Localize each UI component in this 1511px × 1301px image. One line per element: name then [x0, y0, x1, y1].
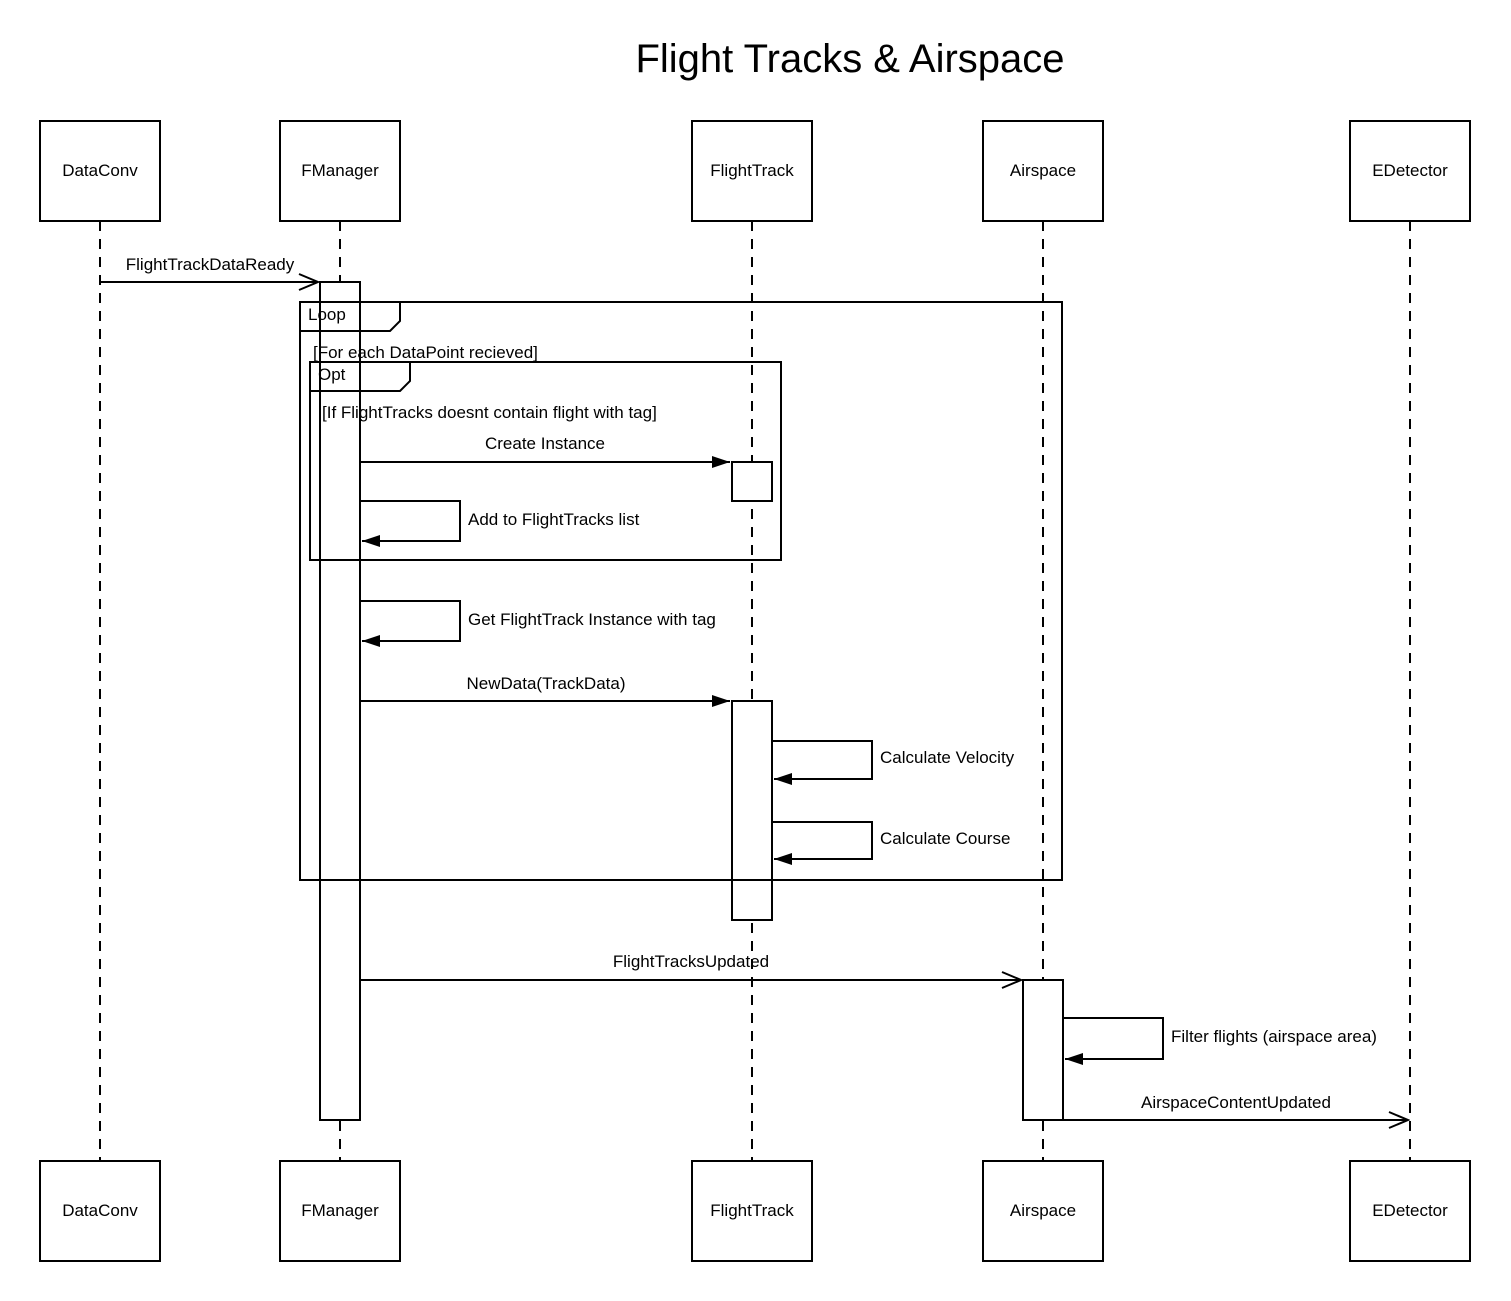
- activation-flighttrack-create: [731, 461, 773, 502]
- message-airspacecontentupdated: AirspaceContentUpdated: [1063, 1093, 1408, 1120]
- participant-top-fmanager: FManager: [279, 120, 401, 222]
- participant-top-airspace: Airspace: [982, 120, 1104, 222]
- message-label: FlightTracksUpdated: [613, 952, 769, 971]
- participant-name: FlightTrack: [710, 1201, 794, 1220]
- participant-bottom-edetector: EDetector: [1349, 1160, 1471, 1262]
- message-get-flighttrack-instance: Get FlightTrack Instance with tag: [360, 600, 716, 647]
- participant-bottom-flighttrack: FlightTrack: [691, 1160, 813, 1262]
- message-label: Create Instance: [485, 434, 605, 453]
- message-label: AirspaceContentUpdated: [1141, 1093, 1331, 1112]
- message-add-to-flighttracks-list: Add to FlightTracks list: [360, 500, 640, 547]
- participant-top-dataconv: DataConv: [39, 120, 161, 222]
- participant-name: FManager: [301, 1201, 379, 1220]
- participant-top-flighttrack: FlightTrack: [691, 120, 813, 222]
- participant-bottom-fmanager: FManager: [279, 1160, 401, 1262]
- participant-name: FManager: [301, 161, 379, 180]
- activation-flighttrack-newdata: [731, 700, 773, 921]
- message-label: Add to FlightTracks list: [468, 510, 640, 529]
- message-label: FlightTrackDataReady: [126, 255, 295, 274]
- message-label: NewData(TrackData): [466, 674, 625, 693]
- message-filter-flights: Filter flights (airspace area): [1063, 1017, 1377, 1065]
- message-newdata: NewData(TrackData): [360, 674, 730, 707]
- participant-name: EDetector: [1372, 161, 1448, 180]
- message-label: Get FlightTrack Instance with tag: [468, 610, 716, 629]
- opt-fragment: Opt [If FlightTracks doesnt contain flig…: [309, 361, 782, 561]
- message-create-instance: Create Instance: [360, 434, 730, 468]
- message-calculate-velocity: Calculate Velocity: [772, 740, 1015, 785]
- message-flighttracksupdated: FlightTracksUpdated: [360, 952, 1021, 980]
- loop-operator: Loop: [308, 305, 346, 324]
- message-label: Filter flights (airspace area): [1171, 1027, 1377, 1046]
- loop-guard: [For each DataPoint recieved]: [313, 343, 538, 362]
- participant-top-edetector: EDetector: [1349, 120, 1471, 222]
- loop-fragment: Loop [For each DataPoint recieved]: [299, 301, 1063, 881]
- participant-name: DataConv: [62, 161, 138, 180]
- opt-guard: [If FlightTracks doesnt contain flight w…: [322, 403, 657, 422]
- participant-name: Airspace: [1010, 161, 1076, 180]
- opt-operator: Opt: [318, 365, 346, 384]
- participant-name: EDetector: [1372, 1201, 1448, 1220]
- message-label: Calculate Course: [880, 829, 1010, 848]
- participant-bottom-dataconv: DataConv: [39, 1160, 161, 1262]
- message-label: Calculate Velocity: [880, 748, 1015, 767]
- participant-bottom-airspace: Airspace: [982, 1160, 1104, 1262]
- participant-name: DataConv: [62, 1201, 138, 1220]
- activation-airspace: [1022, 979, 1064, 1121]
- diagram-title: Flight Tracks & Airspace: [635, 37, 1064, 81]
- activation-fmanager: [319, 281, 361, 1121]
- message-flighttrackdataready: FlightTrackDataReady: [100, 255, 318, 282]
- participant-name: Airspace: [1010, 1201, 1076, 1220]
- message-calculate-course: Calculate Course: [772, 821, 1010, 865]
- participant-name: FlightTrack: [710, 161, 794, 180]
